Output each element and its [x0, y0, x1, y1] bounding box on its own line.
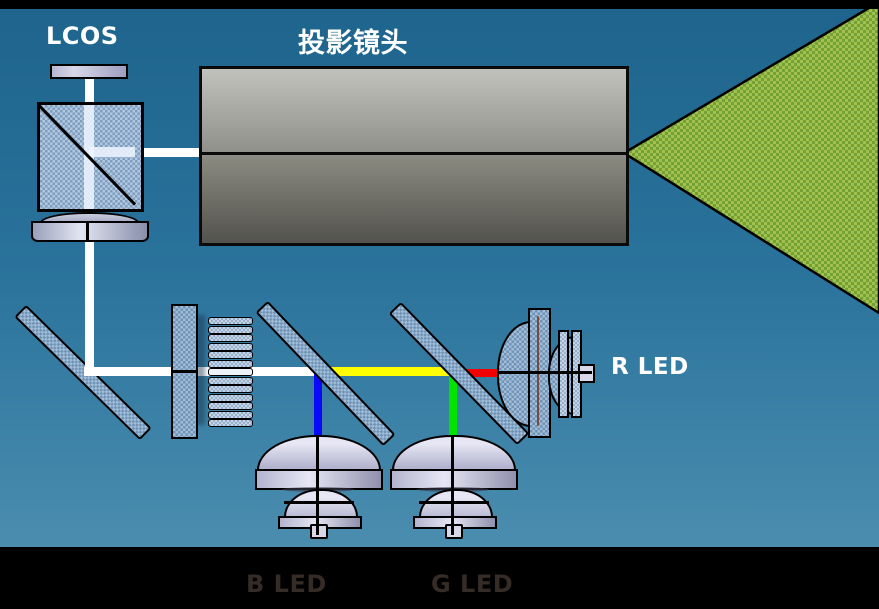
- g-led-small-dome: [419, 489, 493, 519]
- field-lens: [171, 304, 198, 439]
- fly-eye-bar: [208, 342, 253, 351]
- beam-splitter-cube: [37, 102, 144, 212]
- blue-beam: [314, 374, 322, 436]
- r-led-axis-line: [497, 371, 592, 374]
- r-led-thin-plate-1: [558, 330, 569, 418]
- projection-lens-barrel: [199, 66, 629, 246]
- fly-eye-bar: [208, 393, 253, 402]
- green-beam: [449, 374, 457, 436]
- bottom-black-bar: [0, 547, 879, 609]
- fly-eye-bar: [208, 359, 253, 368]
- r-led-stub: [578, 364, 595, 383]
- fly-eye-bar: [208, 410, 253, 419]
- b-led-label: B LED: [246, 570, 327, 598]
- barrel-midline: [202, 152, 626, 155]
- relay-lens-base: [31, 221, 149, 242]
- lcos-panel: [50, 64, 128, 79]
- yellow-beam: [317, 367, 462, 376]
- b-led-dome-line: [284, 501, 354, 504]
- g-led-dome: [392, 435, 516, 472]
- r-led-label: R LED: [611, 354, 689, 380]
- white-beam-horizontal: [84, 367, 320, 376]
- cube-beam-stripe-horizontal: [89, 147, 135, 157]
- lcos-label: LCOS: [46, 22, 119, 50]
- red-beam: [459, 369, 499, 377]
- b-led-dome: [257, 435, 381, 472]
- g-led-centerline: [451, 436, 454, 535]
- top-black-bar: [0, 0, 879, 9]
- fly-eye-bar: [208, 419, 253, 427]
- fly-eye-bar: [208, 351, 253, 359]
- field-lens-shadow: [196, 315, 205, 425]
- fly-eye-bar: [208, 317, 253, 325]
- fly-eye-bar: [208, 368, 253, 376]
- b-led-centerline: [316, 436, 319, 535]
- fly-eye-array: [208, 317, 253, 427]
- g-led-dome-line: [419, 501, 489, 504]
- relay-lens-divider: [86, 221, 89, 240]
- fly-eye-bar: [208, 402, 253, 410]
- white-beam-cube-to-barrel: [136, 148, 202, 157]
- g-led-stub: [445, 524, 463, 539]
- projection-lens-label: 投影镜头: [298, 28, 408, 59]
- fly-eye-bar: [208, 376, 253, 385]
- b-led-small-dome: [284, 489, 358, 519]
- g-led-label: G LED: [431, 570, 514, 598]
- field-lens-midline: [173, 370, 196, 373]
- b-led-stub: [310, 524, 328, 539]
- projected-light-cone: [622, 0, 879, 315]
- fly-eye-bar: [208, 325, 253, 334]
- fly-eye-bar: [208, 385, 253, 393]
- fly-eye-bar: [208, 334, 253, 342]
